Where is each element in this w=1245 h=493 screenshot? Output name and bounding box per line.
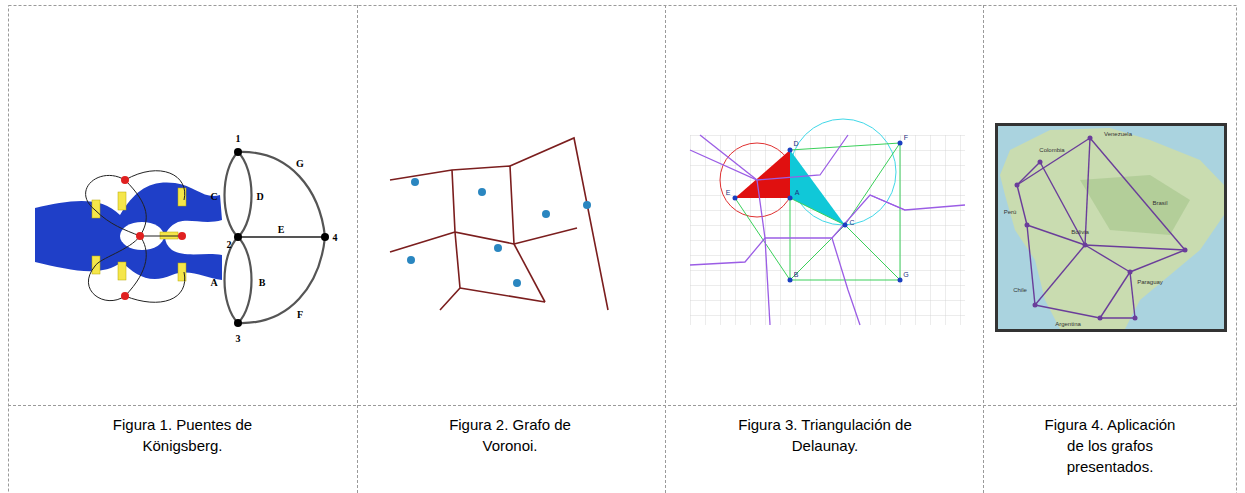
- map-label: Chile: [1013, 287, 1027, 293]
- vertex-label: B: [259, 277, 266, 288]
- vertex-label: A: [795, 189, 800, 196]
- table-border: [8, 5, 1237, 493]
- vertex-label: A: [210, 277, 217, 288]
- caption-cell: Figura 4. Aplicación de los grafos prese…: [1010, 414, 1210, 477]
- figure-caption: Figura 1. Puentes de Königsberg.: [93, 414, 273, 456]
- vertex-label: B: [794, 271, 799, 278]
- vertex-label: G: [296, 158, 304, 169]
- figure-caption: Figura 2. Grafo de Voronoi.: [435, 414, 585, 456]
- south-america-map: [995, 123, 1227, 332]
- caption-cell: Figura 1. Puentes de Königsberg.: [70, 414, 295, 456]
- konigsberg-graph: [225, 152, 326, 323]
- vertex-label: D: [256, 191, 263, 202]
- voronoi-sites: [407, 178, 591, 287]
- caption-cell: Figura 3. Triangulación de Delaunay.: [720, 414, 930, 456]
- figure-caption: Figura 3. Triangulación de Delaunay.: [735, 414, 915, 456]
- map-label: Argentina: [1055, 321, 1081, 327]
- vertex-label: 2: [227, 239, 232, 250]
- vertex-label: F: [904, 134, 908, 141]
- caption-cell: Figura 2. Grafo de Voronoi.: [435, 414, 585, 456]
- vertex-label: 4: [333, 232, 338, 243]
- vertex-label: C: [849, 219, 854, 226]
- vertex-label: F: [297, 309, 303, 320]
- vertex-label: E: [278, 224, 285, 235]
- figure-caption: Figura 4. Aplicación de los grafos prese…: [1035, 414, 1185, 477]
- map-label: Colombia: [1039, 147, 1064, 153]
- map-label: Paraguay: [1137, 279, 1163, 285]
- delaunay-figure: [690, 119, 965, 325]
- vertex-label: C: [210, 191, 217, 202]
- konigsberg-map: [35, 171, 222, 303]
- map-label: Venezuela: [1104, 131, 1132, 137]
- vertex-label: E: [726, 189, 731, 196]
- voronoi-edges: [390, 138, 608, 310]
- map-label: Perú: [1004, 209, 1017, 215]
- vertex-label: 1: [236, 133, 241, 144]
- map-label: Brasil: [1152, 200, 1167, 206]
- vertex-label: 3: [236, 333, 241, 344]
- vertex-label: G: [903, 271, 908, 278]
- vertex-label: D: [793, 140, 798, 147]
- map-label: Bolivia: [1071, 229, 1089, 235]
